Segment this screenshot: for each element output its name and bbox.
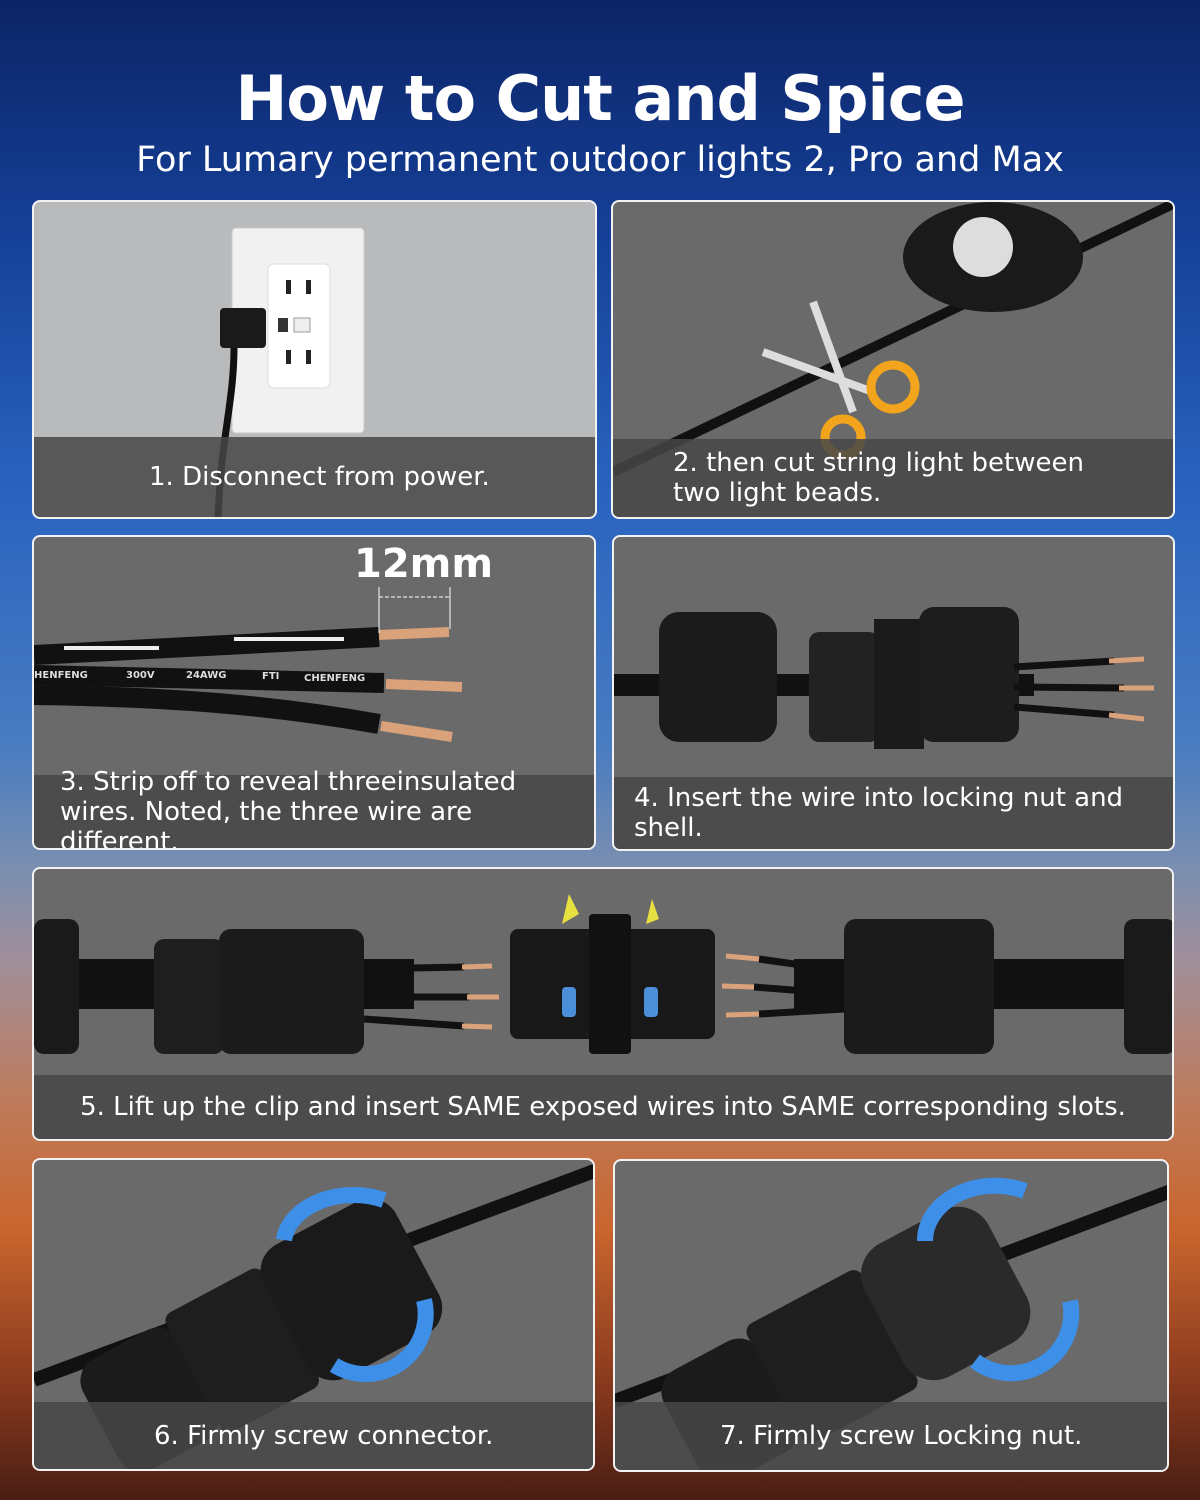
page-subtitle: For Lumary permanent outdoor lights 2, P…: [136, 140, 1064, 180]
cut-string-light-illustration: [613, 202, 1173, 477]
step-1-caption: 1. Disconnect from power.: [34, 437, 595, 517]
stripped-wires-illustration: HENFENG 300V 24AWG FTI CHENFENG: [34, 587, 463, 742]
nut-and-shell-illustration: [614, 607, 1154, 749]
caption-text: 6. Firmly screw connector.: [154, 1420, 494, 1451]
caption-text: 3. Strip off to reveal threeinsulated wi…: [60, 766, 517, 850]
wall-outlet-illustration: [214, 227, 365, 517]
wire-print: 24AWG: [186, 670, 226, 681]
step-4-caption: 4. Insert the wire into locking nut and …: [614, 777, 1173, 849]
step-6-panel: 6. Firmly screw connector.: [32, 1158, 595, 1471]
wire-print: HENFENG: [34, 670, 88, 681]
step-4-panel: 4. Insert the wire into locking nut and …: [612, 535, 1175, 851]
screw-connector-illustration: [34, 1164, 593, 1469]
caption-text: 7. Firmly screw Locking nut.: [720, 1421, 1083, 1451]
connector-insert-illustration: [34, 894, 1172, 1054]
measure-label: 12mm: [354, 541, 494, 587]
wire-print: FTI: [262, 671, 279, 682]
step-7-panel: 7. Firmly screw Locking nut.: [613, 1159, 1169, 1472]
wire-print: CHENFENG: [304, 673, 365, 684]
step-2-caption: 2. then cut string light between two lig…: [613, 439, 1173, 517]
step-3-panel: HENFENG 300V 24AWG FTI CHENFENG 12mm 3. …: [32, 535, 596, 850]
caption-text: 4. Insert the wire into locking nut and …: [634, 783, 1124, 843]
step-7-caption: 7. Firmly screw Locking nut.: [615, 1402, 1167, 1470]
step-1-panel: 1. Disconnect from power.: [32, 200, 597, 519]
page-title: How to Cut and Spice: [235, 62, 965, 135]
caption-text: 1. Disconnect from power.: [149, 462, 490, 492]
step-2-panel: 2. then cut string light between two lig…: [611, 200, 1175, 519]
caption-text: 5. Lift up the clip and insert SAME expo…: [80, 1092, 1126, 1122]
step-5-panel: 5. Lift up the clip and insert SAME expo…: [32, 867, 1174, 1141]
wire-print: 300V: [126, 670, 155, 681]
step-5-caption: 5. Lift up the clip and insert SAME expo…: [34, 1075, 1172, 1139]
step-6-caption: 6. Firmly screw connector.: [34, 1402, 593, 1469]
caption-text: 2. then cut string light between two lig…: [673, 448, 1084, 508]
step-3-caption: 3. Strip off to reveal threeinsulated wi…: [34, 767, 594, 848]
